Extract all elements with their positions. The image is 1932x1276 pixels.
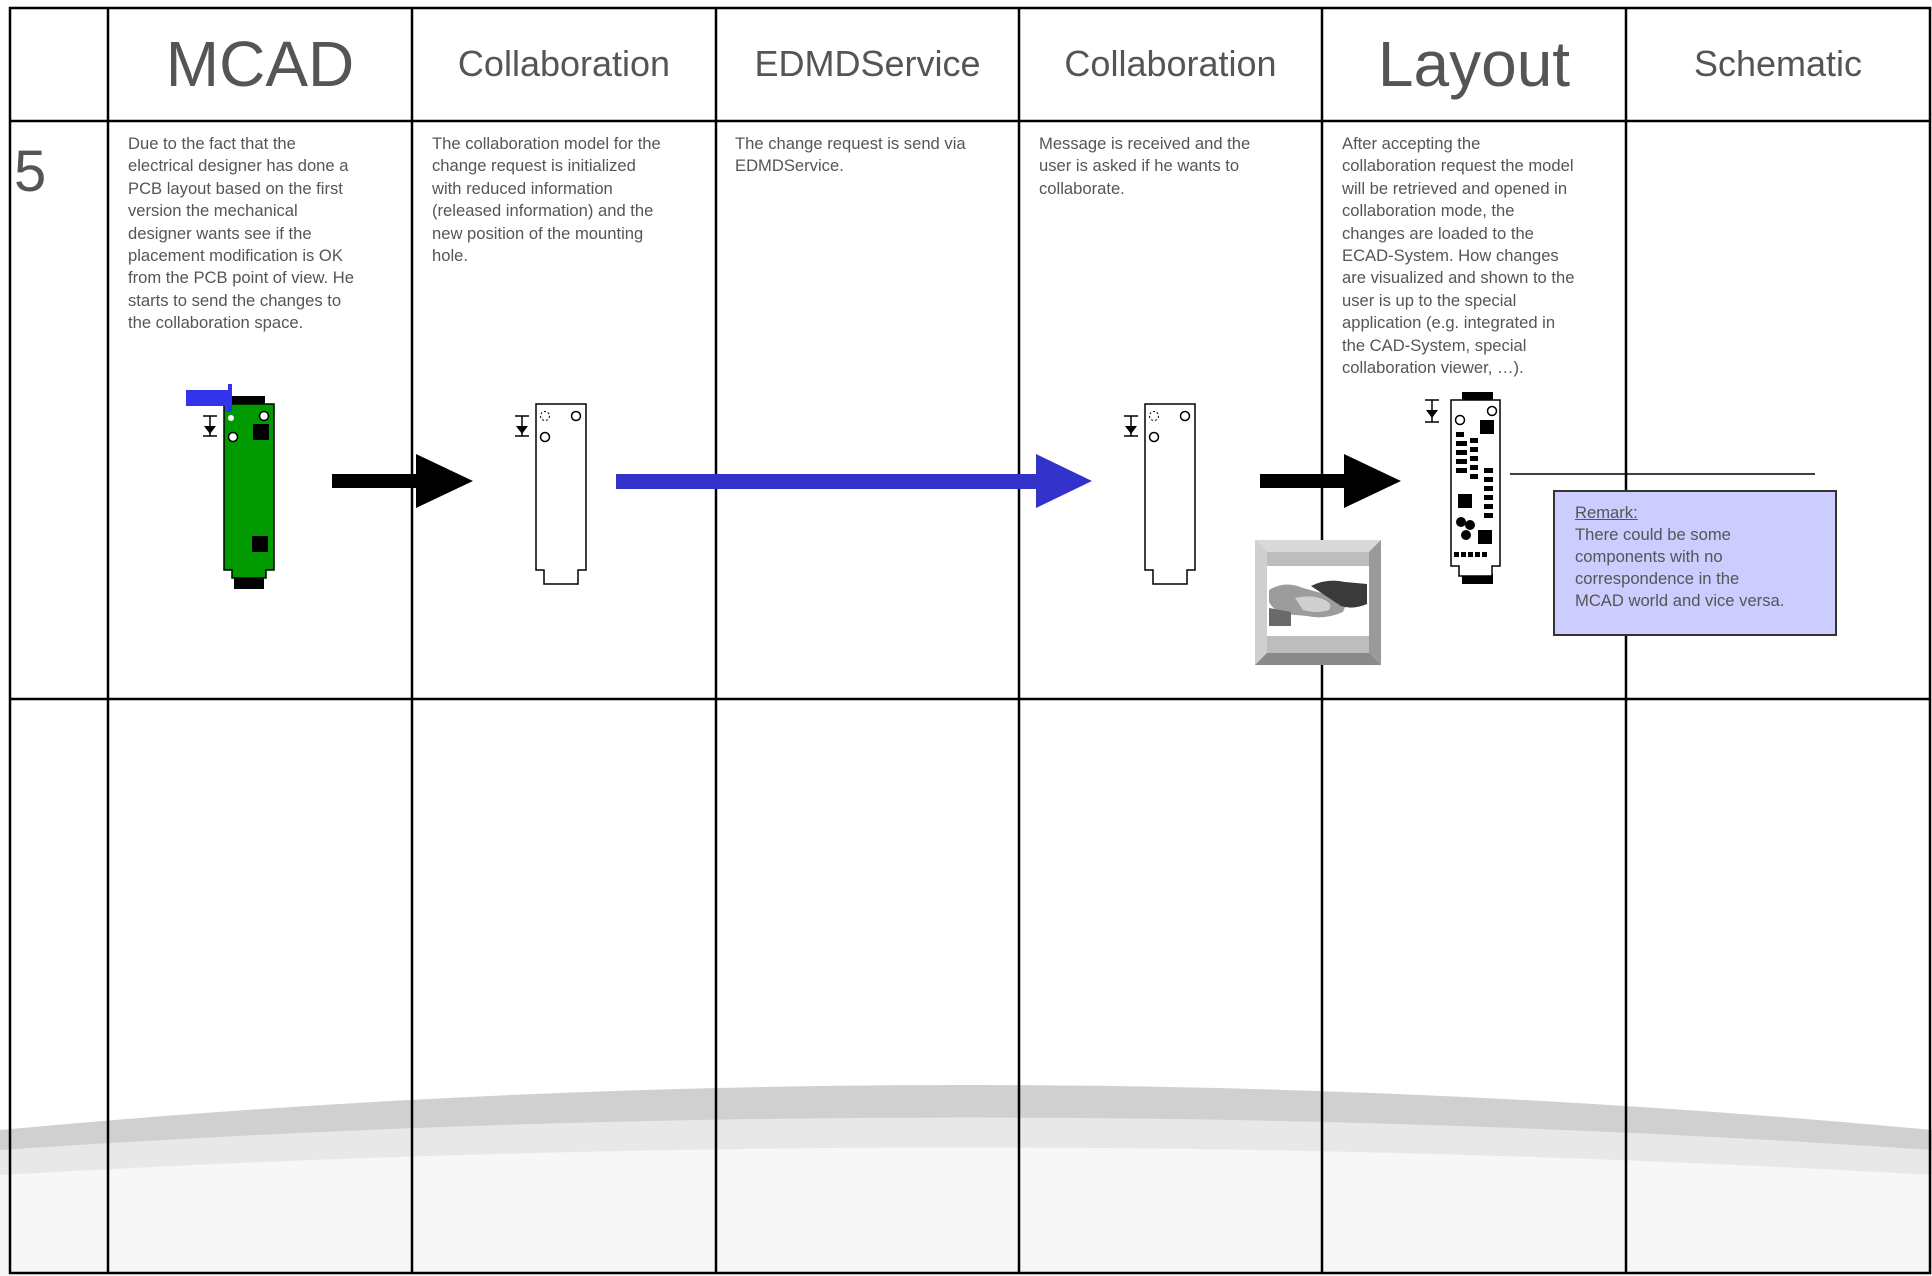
column-header-mcad: MCAD [165, 28, 355, 100]
column-header-layout: Layout [1377, 28, 1571, 100]
description-edmdservice: The change request is send via EDMDServi… [735, 134, 966, 176]
remark-body: There could be some components with no c… [1575, 525, 1785, 610]
remark-title: Remark: [1575, 503, 1638, 522]
description-mcad: Due to the fact that the electrical desi… [128, 134, 354, 333]
handshake-photo-icon [1255, 540, 1381, 665]
row-number: 5 [14, 139, 47, 204]
column-header-collaboration-1: Collaboration [457, 43, 671, 84]
description-collaboration-1: The collaboration model for the change r… [432, 134, 661, 266]
description-layout: After accepting the collaboration reques… [1342, 134, 1575, 378]
column-header-schematic: Schematic [1693, 43, 1863, 84]
column-header-edmdservice: EDMDService [754, 43, 981, 84]
column-header-collaboration-2: Collaboration [1064, 43, 1277, 84]
description-collaboration-2: Message is received and the user is aske… [1039, 134, 1251, 198]
remark-box: Remark: There could be some components w… [1553, 490, 1837, 636]
